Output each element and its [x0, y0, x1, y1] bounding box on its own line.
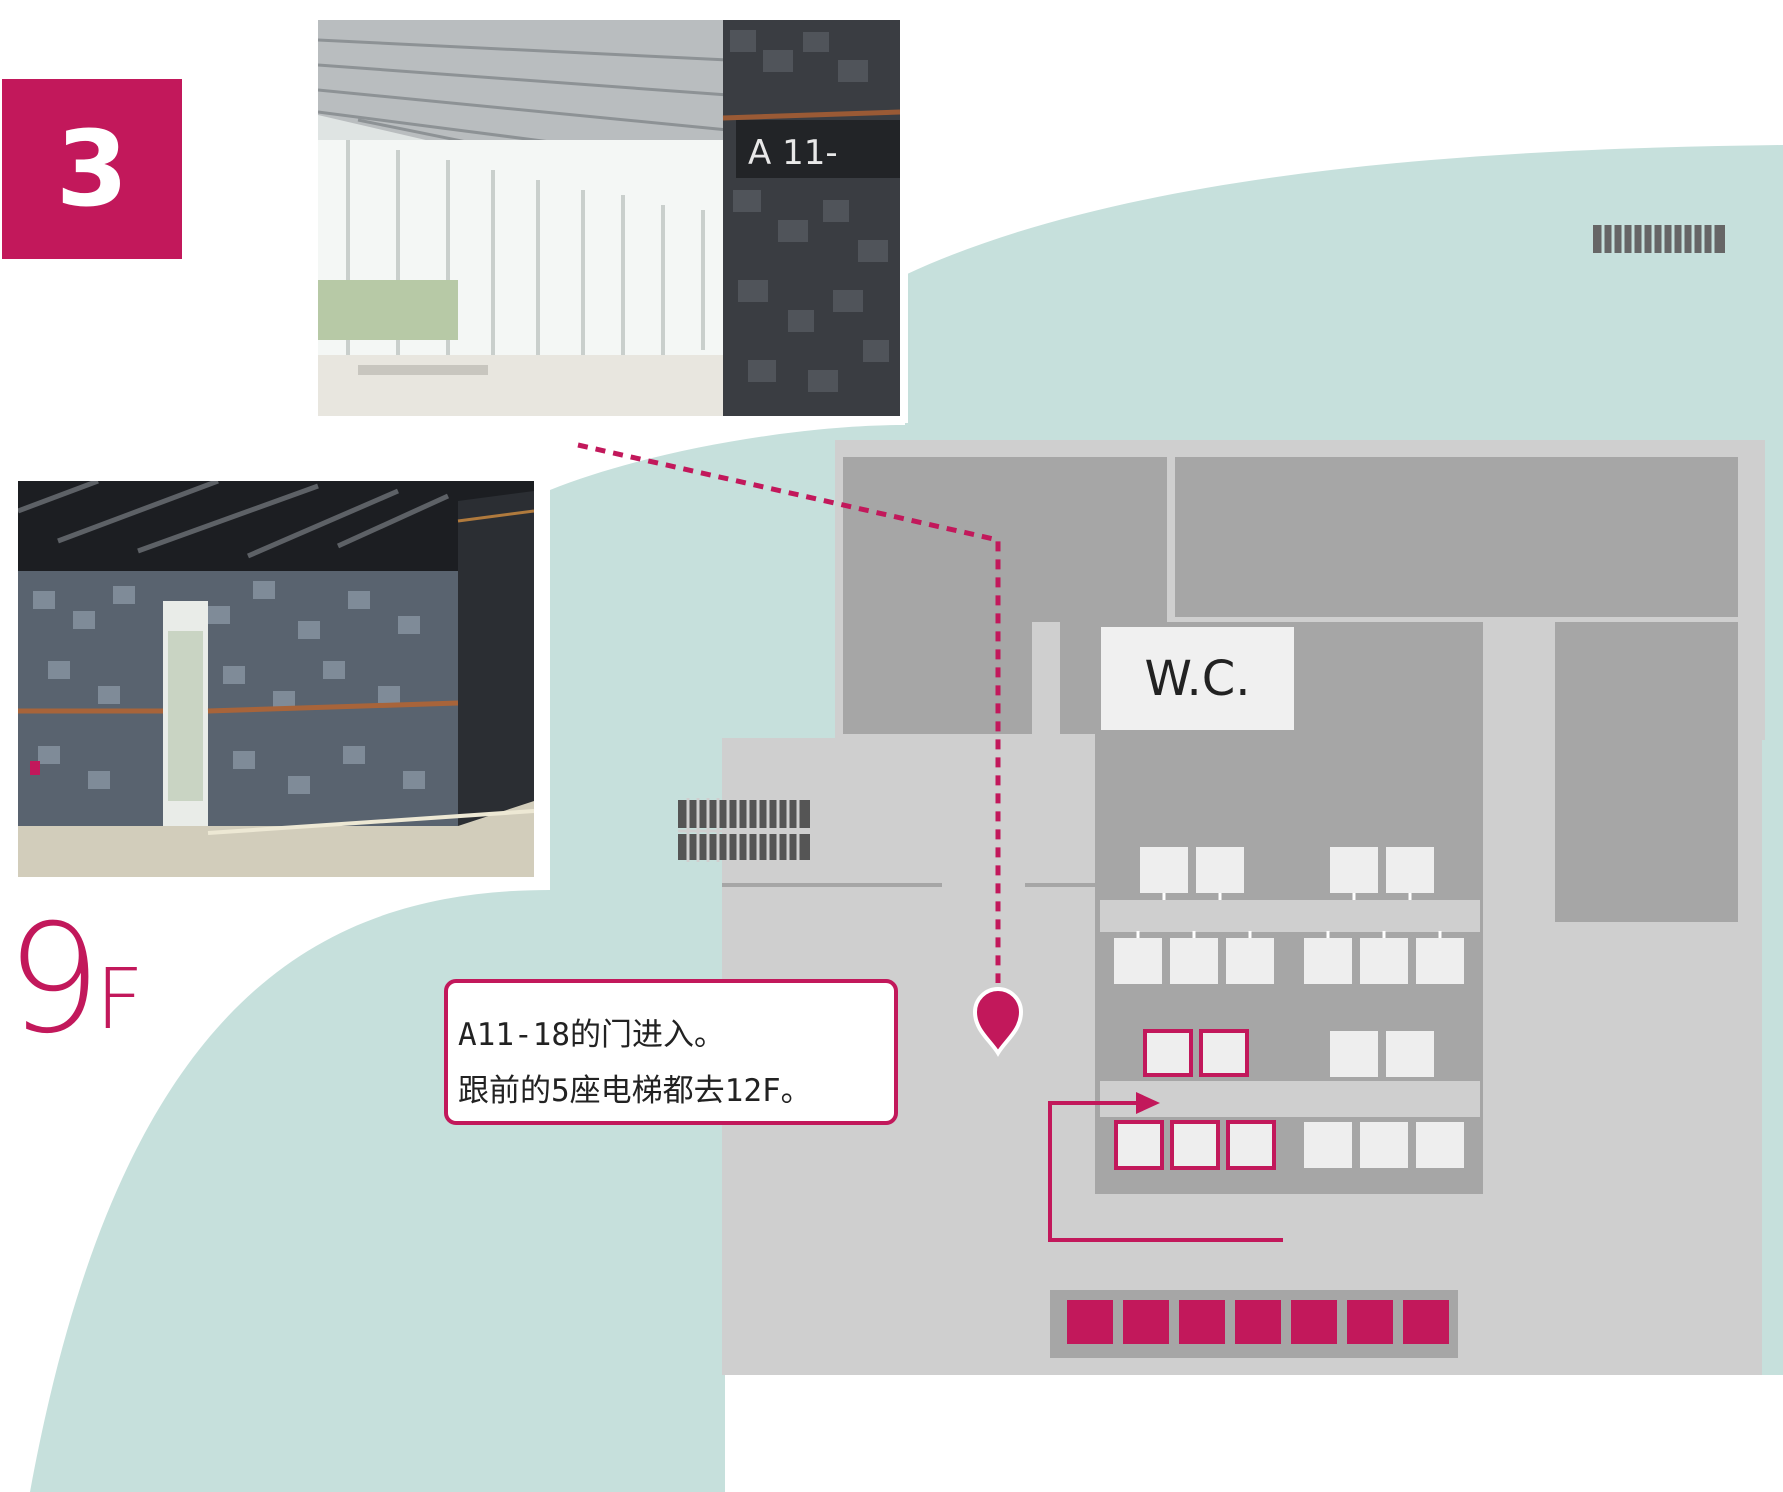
wc-label: W.C.	[1101, 627, 1294, 730]
step-number-badge: 3	[55, 108, 129, 230]
photo-atrium-image: A 11-	[318, 20, 900, 416]
step-badge-bg	[2, 79, 182, 259]
block-right	[1555, 622, 1738, 922]
floor-label: 9F	[6, 905, 176, 1075]
elevator-group-white	[1114, 847, 1464, 1168]
photo-lobby-image	[18, 481, 534, 877]
block-top-left-lower	[843, 600, 1033, 734]
stairs-top-right-icon	[1593, 225, 1725, 253]
photo-leader-line	[577, 442, 1001, 983]
atrium-sign-text: A 11-	[748, 133, 838, 173]
floor-unit: F	[95, 950, 144, 1048]
route-arrow-icon	[1048, 1101, 1283, 1242]
lift-lobby-2	[1100, 1081, 1480, 1117]
lift-lobby-1	[1100, 900, 1480, 932]
callout-line-1: A11-18的门进入。	[458, 1017, 725, 1053]
elevator-group-highlight	[1114, 1029, 1276, 1170]
bottom-elevators	[1067, 1300, 1449, 1344]
instruction-callout: A11-18的门进入。 跟前的5座电梯都去12F。	[444, 979, 898, 1125]
photo-atrium-entrance: A 11-	[318, 20, 900, 416]
callout-line-2: 跟前的5座电梯都去12F。	[458, 1073, 812, 1109]
block-top-right	[1175, 457, 1738, 617]
photo-lobby-wall	[18, 481, 534, 877]
map-pin-icon	[972, 987, 1024, 1057]
floor-number: 9	[6, 893, 102, 1067]
